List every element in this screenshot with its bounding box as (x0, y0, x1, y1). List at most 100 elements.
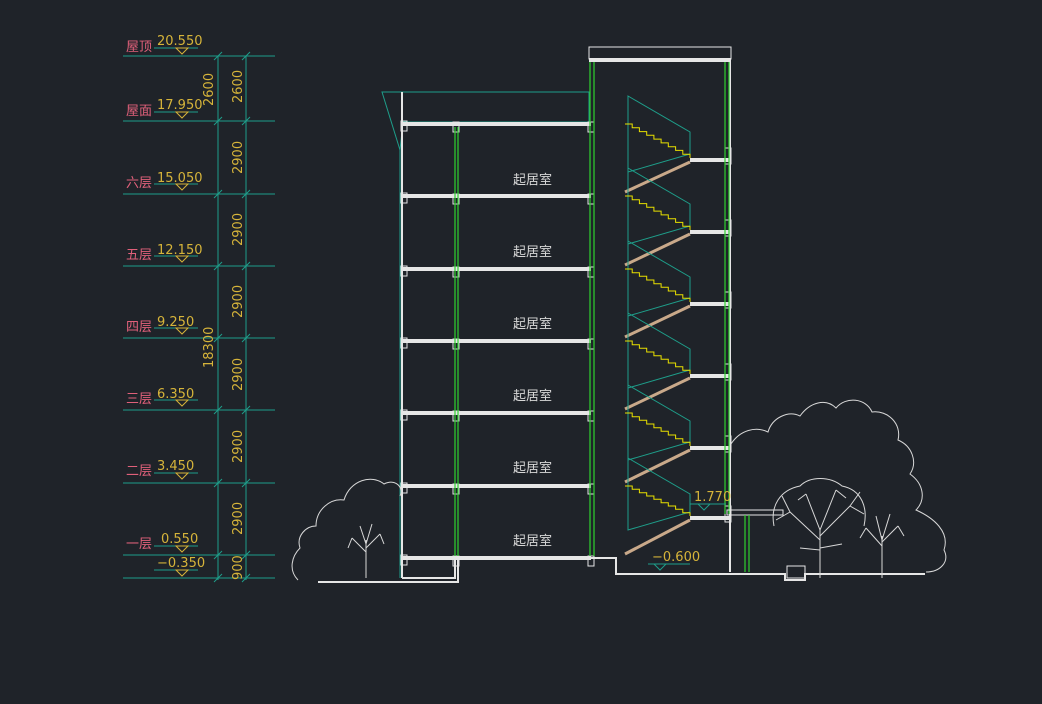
foundation-left (402, 558, 456, 579)
tree-left (347, 523, 385, 578)
stair-outline-2 (627, 240, 691, 317)
drain-box (786, 565, 806, 579)
stair-outline-4 (627, 384, 691, 461)
stair-flight-lower-0 (624, 160, 691, 194)
floor-slab-1 (403, 194, 591, 198)
level-mark-6 (174, 472, 190, 480)
building-section (318, 46, 925, 583)
tree-right-small (859, 513, 905, 578)
dim-tick-inner-1 (241, 116, 251, 126)
dim-tick-outer-6 (213, 478, 223, 488)
landing-elevation-mark (696, 503, 712, 511)
level-name-3: 五层 (126, 248, 152, 263)
room-label-1: 起居室 (513, 533, 552, 549)
landscape (291, 399, 947, 581)
level-marks (154, 47, 198, 577)
shrub-right (730, 399, 947, 573)
beam-mid-4 (452, 410, 460, 422)
entrance-elevation: −0.600 (652, 550, 700, 565)
level-value-4: 9.250 (157, 315, 194, 330)
level-mark-1 (174, 111, 190, 119)
stair-outline-0 (627, 95, 691, 173)
level-value-5: 6.350 (157, 387, 194, 402)
landing-slab-0 (690, 158, 730, 162)
level-mark-3 (174, 255, 190, 263)
dim-tick-inner-6 (241, 478, 251, 488)
dim-tick-outer-1 (213, 116, 223, 126)
level-mark-7 (174, 545, 190, 553)
dim-tick-outer-3 (213, 261, 223, 271)
beam-mid-5 (452, 483, 460, 495)
beam-mid-0 (452, 121, 460, 133)
room-label-5: 起居室 (513, 244, 552, 260)
level-name-4: 四层 (126, 320, 152, 335)
floor-slab-4 (403, 411, 591, 415)
landing-slab-2 (690, 302, 730, 306)
stair-outline-3 (627, 312, 691, 389)
floor-slab-0 (403, 122, 591, 126)
window-lines (454, 62, 730, 556)
floor-slab-2 (403, 267, 591, 271)
beam-stair-6 (587, 555, 595, 567)
dim-tick-outer-2 (213, 189, 223, 199)
room-label-4: 起居室 (513, 316, 552, 332)
dim-tick-inner-0 (241, 51, 251, 61)
landing-slab-4 (690, 446, 730, 450)
slab-edge-left-3 (400, 337, 408, 349)
dim-seg-7: 900 (231, 555, 246, 580)
level-name-2: 六层 (126, 176, 152, 191)
stair-flight-upper-4 (625, 412, 691, 446)
stair-flight-lower-1 (624, 232, 691, 267)
room-label-2: 起居室 (513, 460, 552, 476)
level-labels: 屋顶 20.550 屋面 17.950 六层 15.050 五层 12.150 … (126, 34, 205, 577)
level-value-7: 0.550 (161, 532, 198, 547)
stair-flight-lower-5 (624, 518, 691, 556)
stair-outline-5 (627, 457, 691, 531)
stair-flight-upper-1 (625, 195, 691, 230)
dim-seg-0: 2600 (231, 70, 246, 103)
dim-tick-inner-2 (241, 189, 251, 199)
level-mark-2 (174, 183, 190, 191)
tree-canopy-large (772, 478, 866, 527)
stair-flight-lower-2 (624, 304, 691, 339)
dim-tick-outer-5 (213, 405, 223, 415)
staircases (624, 95, 691, 556)
dim-total: 18300 (202, 327, 217, 368)
level-name-7: 一层 (126, 537, 152, 552)
beam-mid-3 (452, 338, 460, 350)
level-value-3: 12.150 (157, 243, 203, 258)
stair-flight-upper-0 (625, 123, 691, 158)
level-value-2: 15.050 (157, 171, 203, 186)
stair-tower-parapet (588, 46, 732, 60)
slab-edge-left-2 (400, 265, 408, 277)
stair-tower-roof (589, 58, 731, 62)
landing-slab-5 (690, 516, 730, 520)
stair-flight-upper-3 (625, 340, 691, 374)
level-name-6: 二层 (126, 464, 152, 479)
dim-tick-outer-8 (213, 573, 223, 583)
dim-seg-4: 2900 (231, 358, 246, 391)
stair-flight-upper-2 (625, 268, 691, 302)
shrub-left (291, 478, 402, 581)
beam-mid-2 (452, 266, 460, 278)
tree-right-large (775, 489, 865, 578)
level-mark-8 (174, 569, 190, 577)
landing-elevation: 1.770 (694, 490, 731, 505)
room-label-3: 起居室 (513, 388, 552, 404)
entrance-canopy (726, 509, 784, 516)
dim-tick-inner-8 (241, 573, 251, 583)
entrance-elevation-mark (652, 563, 668, 571)
slab-edge-left-0 (400, 120, 408, 132)
dim-seg-5: 2900 (231, 430, 246, 463)
dim-tick-inner-5 (241, 405, 251, 415)
level-mark-5 (174, 399, 190, 407)
level-value-8: −0.350 (157, 556, 205, 571)
level-mark-4 (174, 327, 190, 335)
level-name-1: 屋面 (126, 104, 152, 119)
stair-flight-lower-3 (624, 376, 691, 411)
dim-seg-1: 2900 (231, 141, 246, 174)
dim-seg-6: 2900 (231, 502, 246, 535)
stair-outline-1 (627, 167, 691, 245)
dim-outer-top: 2600 (202, 73, 217, 106)
